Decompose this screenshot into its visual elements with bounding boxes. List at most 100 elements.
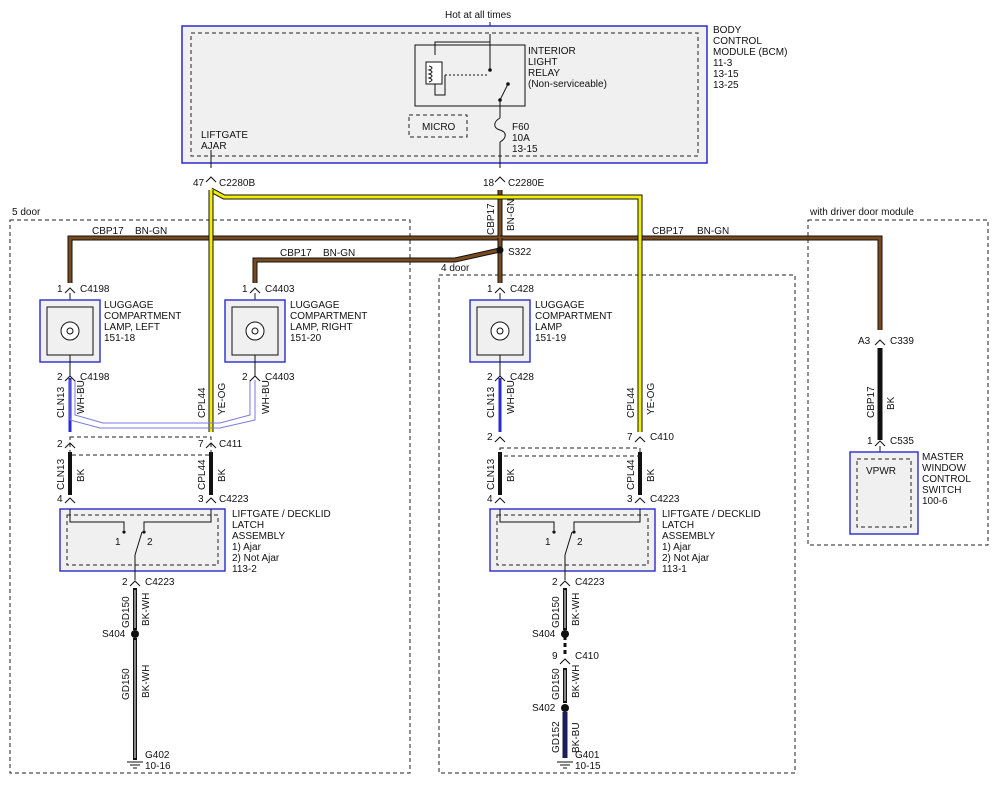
relay-contact-icon bbox=[499, 83, 509, 101]
wire-label-bk-wh: BK-WH bbox=[141, 593, 152, 626]
connector-c4198-symbol bbox=[64, 287, 76, 294]
connector-c410-box bbox=[499, 447, 641, 457]
pin-label: 1 bbox=[867, 436, 873, 447]
pin-label: 1 bbox=[242, 284, 248, 295]
micro-box bbox=[408, 114, 468, 138]
wire-label-bk: BK bbox=[886, 396, 897, 410]
latch-left-box bbox=[59, 508, 226, 572]
splice-s402 bbox=[561, 704, 569, 712]
connector-c4403: C4403 bbox=[265, 372, 295, 383]
wire-label-ye-og: YE-OG bbox=[217, 383, 228, 415]
vpwr-label: VPWR bbox=[866, 466, 896, 477]
connector-c2280e-symbol bbox=[494, 176, 506, 183]
svg-text:LATCH: LATCH bbox=[662, 520, 694, 531]
latch-left-inner bbox=[66, 514, 219, 566]
latch-left-label: LIFTGATE / DECKLID LATCH ASSEMBLY 1) Aja… bbox=[232, 509, 331, 575]
svg-text:ASSEMBLY: ASSEMBLY bbox=[662, 531, 715, 542]
svg-text:2) Not Ajar: 2) Not Ajar bbox=[662, 553, 710, 564]
svg-text:13-25: 13-25 bbox=[713, 80, 739, 91]
wire-label-cpl44: CPL44 bbox=[197, 387, 208, 418]
connector-symbol bbox=[559, 580, 571, 587]
svg-text:WINDOW: WINDOW bbox=[922, 463, 966, 474]
driver-module-label: with driver door module bbox=[809, 207, 914, 218]
pin-label: 2 bbox=[487, 372, 493, 383]
pin-label: 2 bbox=[487, 432, 493, 443]
svg-text:10A: 10A bbox=[512, 133, 530, 144]
svg-text:13-15: 13-15 bbox=[713, 69, 739, 80]
wire-label-bk-bu: BK-BU bbox=[571, 722, 582, 753]
connector-symbol bbox=[129, 580, 141, 587]
connector-c535: C535 bbox=[890, 436, 914, 447]
lamp-middle-label: LUGGAGE COMPARTMENT LAMP 151-19 bbox=[535, 300, 612, 344]
switch-pin-label: 1 bbox=[545, 537, 551, 548]
wire-label-bk: BK bbox=[506, 468, 517, 482]
wire-label-bn-gn: BN-GN bbox=[697, 226, 729, 237]
splice-label-s404: S404 bbox=[102, 629, 126, 640]
svg-text:1) Ajar: 1) Ajar bbox=[662, 542, 692, 553]
pin-label: 7 bbox=[198, 439, 204, 450]
svg-text:AJAR: AJAR bbox=[201, 141, 227, 152]
pin-label: 2 bbox=[242, 372, 248, 383]
wire-label-cpl44: CPL44 bbox=[197, 459, 208, 490]
interior-light-relay bbox=[414, 34, 526, 107]
wire-label-gd150: GD150 bbox=[121, 596, 132, 628]
wire-label-cbp17: CBP17 bbox=[280, 248, 312, 259]
latch-middle-inner bbox=[496, 514, 649, 566]
wire-label-ye-og: YE-OG bbox=[646, 383, 657, 415]
wire-label-cpl44: CPL44 bbox=[626, 459, 637, 490]
pin-label: 2 bbox=[552, 577, 558, 588]
connector-symbol bbox=[874, 440, 886, 447]
lamp-left-icon bbox=[60, 321, 80, 341]
pin-label: 4 bbox=[487, 494, 493, 505]
connector-symbol bbox=[874, 339, 886, 346]
fuse-label: F60 10A 13-15 bbox=[512, 122, 538, 155]
connector-c411: C411 bbox=[219, 439, 243, 450]
connector-c2280b: C2280B bbox=[219, 178, 255, 189]
connector-c2280e: C2280E bbox=[508, 178, 544, 189]
wire-label-cbp17: CBP17 bbox=[652, 226, 684, 237]
latch-middle-label: LIFTGATE / DECKLID LATCH ASSEMBLY 1) Aja… bbox=[662, 509, 761, 575]
wire-label-wh-bu: WH-BU bbox=[76, 380, 87, 414]
four-door-region bbox=[438, 274, 796, 774]
wire-cln13 bbox=[68, 378, 502, 432]
svg-text:LUGGAGE: LUGGAGE bbox=[535, 300, 585, 311]
svg-text:11-3: 11-3 bbox=[713, 58, 733, 69]
hot-label: Hot at all times bbox=[445, 10, 511, 21]
pin-label: 1 bbox=[57, 284, 63, 295]
ground-g401: G401 bbox=[575, 750, 600, 761]
wire-label-bk-wh: BK-WH bbox=[141, 665, 152, 698]
connector-c4223: C4223 bbox=[575, 577, 605, 588]
latch-middle-switch-icon bbox=[499, 509, 641, 580]
wire-label-bn-gn: BN-GN bbox=[323, 248, 355, 259]
connector-symbol bbox=[494, 436, 506, 443]
connector-c339: C339 bbox=[890, 336, 914, 347]
wire-bk bbox=[68, 348, 883, 495]
connector-symbol bbox=[634, 497, 646, 504]
wire-gd150 bbox=[133, 588, 567, 760]
splice-s404 bbox=[131, 630, 139, 638]
latch-middle-box bbox=[489, 508, 656, 572]
connector-symbol bbox=[205, 442, 217, 449]
svg-text:COMPARTMENT: COMPARTMENT bbox=[290, 311, 367, 322]
pin-label: 3 bbox=[198, 494, 204, 505]
svg-text:151-18: 151-18 bbox=[104, 333, 136, 344]
latch-left-switch-icon bbox=[69, 509, 212, 580]
lamp-left-label: LUGGAGE COMPARTMENT LAMP, LEFT 151-18 bbox=[104, 300, 181, 344]
svg-text:SWITCH: SWITCH bbox=[922, 485, 961, 496]
svg-text:LAMP, LEFT: LAMP, LEFT bbox=[104, 322, 160, 333]
relay-coil-icon bbox=[425, 61, 443, 85]
wire-label-wh-bu: WH-BU bbox=[506, 380, 517, 414]
svg-text:LIFTGATE: LIFTGATE bbox=[201, 130, 248, 141]
svg-text:LIFTGATE / DECKLID: LIFTGATE / DECKLID bbox=[662, 509, 761, 520]
switch-pin-label: 2 bbox=[147, 537, 153, 548]
wire-label-bk: BK bbox=[217, 468, 228, 482]
connector-c428: C428 bbox=[510, 284, 534, 295]
connector-c410: C410 bbox=[575, 651, 599, 662]
ground-g402-ref: 10-16 bbox=[145, 761, 171, 772]
wire-label-gd150: GD150 bbox=[121, 668, 132, 700]
switch-pin-label: 1 bbox=[115, 537, 121, 548]
svg-text:INTERIOR: INTERIOR bbox=[528, 46, 576, 57]
wire-label-bk-wh: BK-WH bbox=[571, 593, 582, 626]
svg-text:LAMP: LAMP bbox=[535, 322, 563, 333]
